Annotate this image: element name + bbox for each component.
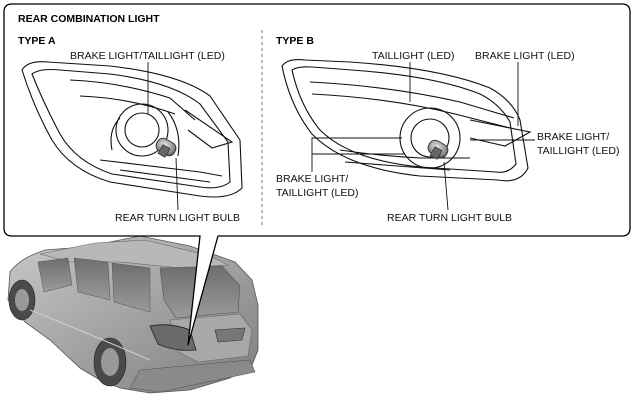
type-b-heading: TYPE B — [276, 35, 314, 47]
type-b-brake-taillight-right-line1: BRAKE LIGHT/ — [537, 131, 609, 143]
type-b-brake-taillight-right-line2: TAILLIGHT (LED) — [537, 145, 619, 157]
type-a-turn-bulb — [155, 137, 177, 158]
type-b-lamp — [281, 59, 532, 182]
type-b-brake-taillight-left-line1: BRAKE LIGHT/ — [276, 173, 348, 185]
diagram-title: REAR COMBINATION LIGHT — [18, 13, 160, 25]
type-b-brake-taillight-left-line2: TAILLIGHT (LED) — [276, 187, 358, 199]
callout-box — [3, 3, 631, 346]
type-a-brake-taillight-label: BRAKE LIGHT/TAILLIGHT (LED) — [70, 50, 225, 62]
type-b-brake-light-label: BRAKE LIGHT (LED) — [475, 50, 575, 62]
type-a-heading: TYPE A — [18, 35, 56, 47]
type-a-rear-turn-leader — [175, 157, 179, 211]
type-b-taillight-label: TAILLIGHT (LED) — [372, 50, 454, 62]
type-a-rear-turn-label: REAR TURN LIGHT BULB — [115, 212, 240, 224]
type-b-turn-bulb — [427, 139, 449, 160]
type-a-lamp — [21, 61, 243, 198]
vehicle-illustration — [7, 235, 259, 394]
type-b-brake-taillight-left-leader — [311, 137, 402, 172]
type-b-rear-turn-label: REAR TURN LIGHT BULB — [387, 212, 512, 224]
type-b-rear-turn-leader — [443, 161, 449, 211]
